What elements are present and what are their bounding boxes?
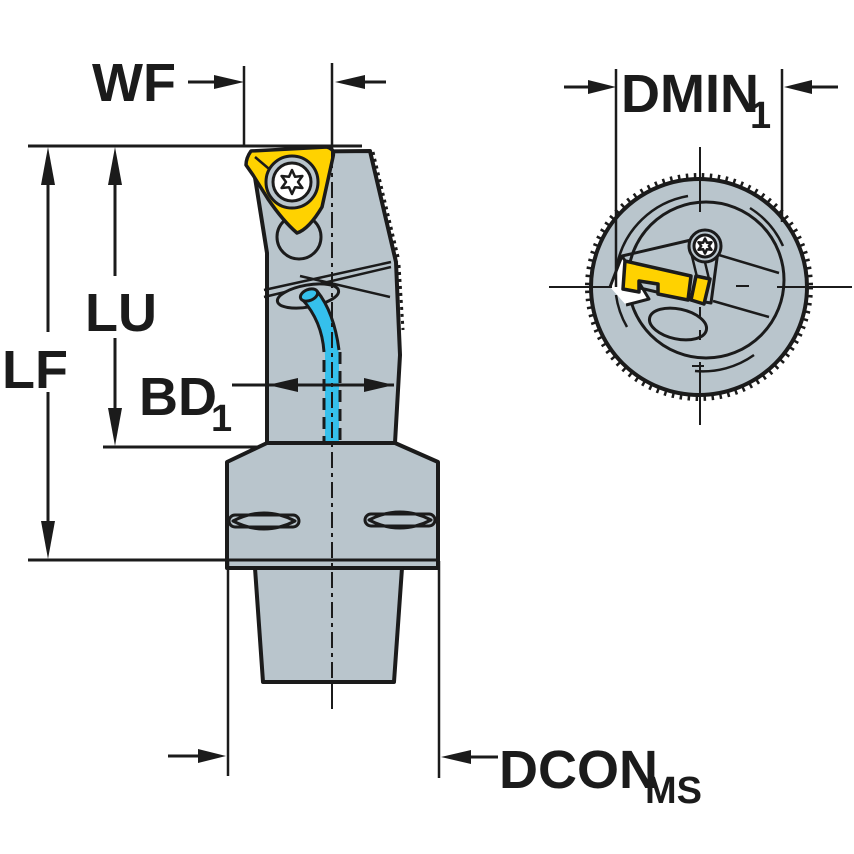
end-insert — [621, 259, 693, 302]
arrowhead — [41, 521, 55, 559]
torx-star-icon — [697, 237, 713, 255]
end-insert-tip — [689, 274, 712, 306]
arrowhead — [441, 750, 471, 764]
arrowhead — [268, 378, 298, 392]
insert-screw — [264, 154, 320, 210]
dimension-label-dmin: DMIN — [621, 64, 759, 124]
dimension-wf: WF — [92, 53, 386, 113]
dimension-label-lf: LF — [2, 340, 68, 400]
end-crosshair — [549, 147, 852, 425]
dimension-label-dcon: DCON — [499, 740, 658, 800]
capto-taper — [253, 566, 404, 684]
dimension-lu: LU — [85, 147, 157, 446]
dimensions: WF LU LF BD 1 DCON — [2, 53, 838, 812]
arrowhead — [588, 80, 616, 94]
coolant-tube-cap — [298, 287, 320, 303]
reference-lines — [28, 144, 362, 562]
torx-star-icon — [280, 168, 304, 196]
side-view — [225, 145, 440, 709]
dimension-lf: LF — [2, 147, 68, 559]
dimension-bd1: BD 1 — [139, 367, 394, 440]
clamp-slot-left — [227, 511, 301, 531]
arrowhead — [41, 147, 55, 185]
end-lobe-arcs — [614, 194, 785, 373]
dimension-label-dcon-sub: MS — [645, 770, 702, 812]
arrowhead — [335, 75, 365, 89]
dimension-label-lu: LU — [85, 283, 157, 343]
arrowhead — [364, 378, 394, 392]
arrowhead — [108, 408, 122, 446]
edge-serration — [371, 151, 405, 331]
dimension-label-wf: WF — [92, 53, 176, 113]
arrowhead — [214, 75, 244, 89]
arrowhead — [108, 147, 122, 185]
dimension-label-bd: BD — [139, 367, 217, 427]
coolant-outlet-ellipse — [647, 306, 709, 342]
slot-shape — [363, 512, 437, 528]
end-insert-screw — [687, 228, 723, 264]
arrowhead — [784, 80, 812, 94]
coolant-bend-outline — [300, 290, 341, 353]
extension-lines — [226, 63, 784, 778]
slot-shape — [227, 513, 301, 529]
dimension-label-dmin-sub: 1 — [750, 95, 771, 137]
cartridge-chord-lines — [689, 251, 780, 319]
arrowhead — [198, 749, 226, 763]
clamp-slot-right — [363, 510, 437, 530]
dimension-line — [168, 754, 498, 759]
dimension-dmin: DMIN 1 — [564, 64, 838, 137]
end-view — [549, 147, 852, 425]
dimension-dcon: DCON MS — [168, 740, 702, 812]
dimension-label-bd-sub: 1 — [211, 398, 232, 440]
